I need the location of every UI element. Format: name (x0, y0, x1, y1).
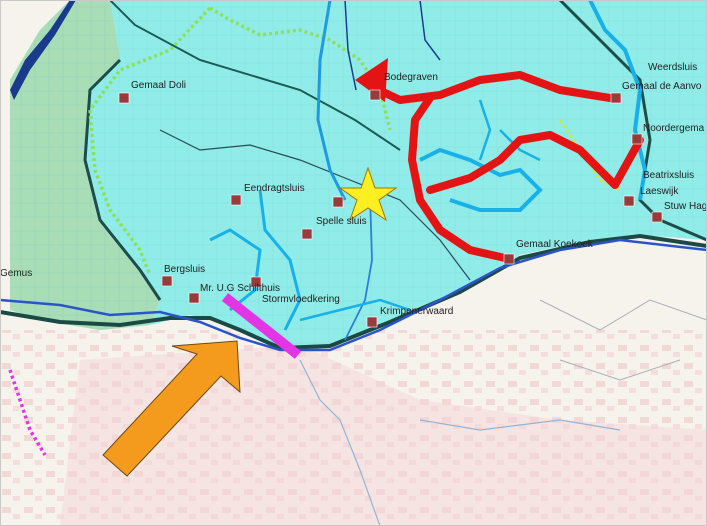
waterway-southwest (209, 228, 262, 312)
label-noordergemaal: Noordergema (643, 123, 705, 134)
red-route (371, 71, 644, 262)
boundary-north (109, 0, 401, 151)
star-marker (338, 166, 398, 222)
marker-noordergemaal[interactable] (631, 133, 643, 145)
label-krimpenerwaard: Krimpenerwaard (380, 306, 453, 317)
marker-stuw[interactable] (651, 211, 663, 223)
waterboard-boundary (0, 233, 707, 351)
label-schilthuis: Mr. U.G Schilthuis (200, 283, 280, 294)
marker-bergsluis[interactable] (161, 275, 173, 287)
river-main (0, 238, 707, 352)
label-eendragtsluis: Eendragtsluis (244, 183, 305, 194)
label-gemus: Gemus (0, 268, 32, 279)
station-markers (118, 89, 663, 328)
waterway-central (344, 194, 373, 341)
waterway-hollandse-ijssel (316, 0, 347, 201)
label-gemaal-de-aanvoer: Gemaal de Aanvo (622, 81, 702, 92)
label-gemaal-koekoek: Gemaal Koekoek (516, 239, 594, 250)
label-stormvloedkering: Stormvloedkering (262, 294, 340, 305)
label-beatrixsluis: Beatrixsluis (643, 170, 694, 181)
marker-west[interactable] (301, 228, 313, 240)
marker-stormvloedkering[interactable] (250, 276, 262, 288)
label-stuw: Stuw Hag (664, 201, 707, 212)
marker-spelle-sluis[interactable] (332, 196, 344, 208)
urban-area-south (60, 345, 707, 526)
label-bergsluis: Bergsluis (164, 264, 205, 275)
waterway-south-lower (299, 298, 411, 322)
waterway-lake (419, 147, 543, 212)
marker-beatrixsluis[interactable] (623, 195, 635, 207)
polder-fields (10, 0, 707, 348)
label-bodegraven: Bodegraven (384, 72, 438, 83)
boundary-central (159, 129, 471, 281)
marker-gemaal-doli[interactable] (118, 92, 130, 104)
marker-gemaal-aanvoer[interactable] (610, 92, 622, 104)
label-spelle-sluis: Spelle sluis (316, 216, 367, 227)
marker-schilthuis[interactable] (188, 292, 200, 304)
coast-edge (10, 0, 76, 100)
waterway-dark (344, 0, 441, 91)
magenta-dam-bar (221, 293, 302, 359)
canal-south (299, 359, 621, 526)
marker-krimpenerwaard[interactable] (366, 316, 378, 328)
label-laagwijk: Laeswijk (640, 186, 679, 197)
label-weerdsluis: Weerdsluis (648, 62, 697, 73)
label-gemaal-doli: Gemaal Doli (131, 80, 186, 91)
canal-grey (539, 299, 707, 381)
orange-arrow (102, 340, 241, 477)
boundary-inner (83, 58, 162, 301)
waterway-west (258, 189, 302, 331)
marker-koekoek[interactable] (503, 253, 515, 265)
waterway-east (588, 0, 648, 201)
marker-eendragtsluis[interactable] (230, 194, 242, 206)
marker-bodegraven[interactable] (369, 89, 381, 101)
waterway-stream (478, 99, 541, 162)
